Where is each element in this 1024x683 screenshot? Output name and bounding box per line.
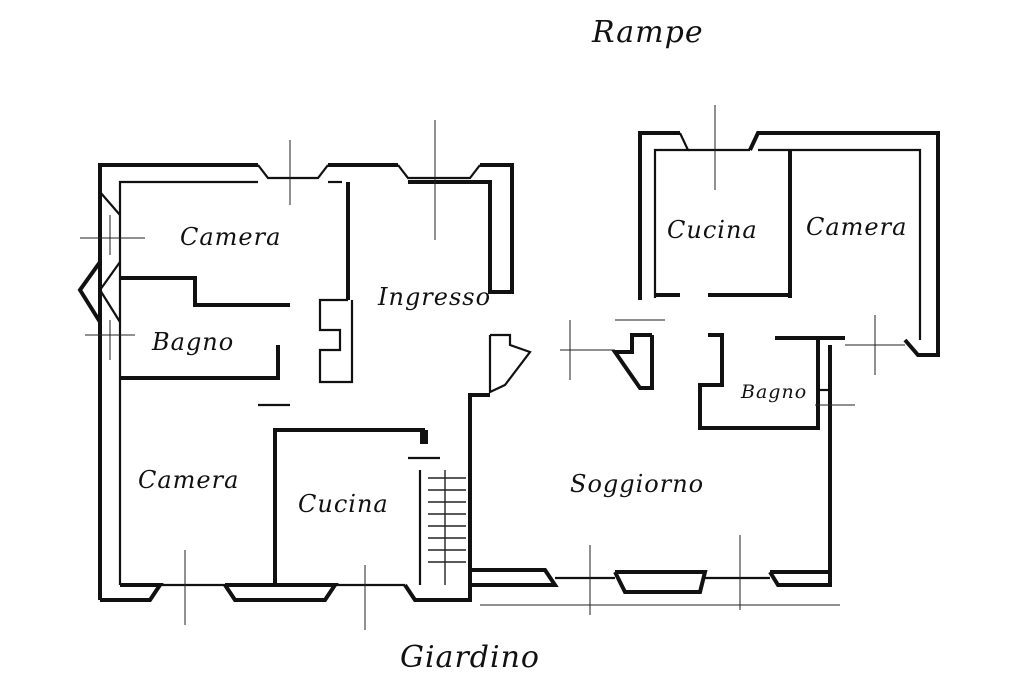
room-ingresso: Ingresso — [377, 283, 491, 311]
room-bagno-left: Bagno — [151, 328, 234, 356]
label-rampe: Rampe — [591, 15, 704, 50]
pillar-hall — [611, 333, 654, 390]
right-block-walls — [470, 131, 940, 594]
label-giardino: Giardino — [400, 640, 540, 675]
window-top-2 — [397, 164, 481, 180]
outer-wall-bottom-left — [100, 583, 164, 602]
soggiorno-wall-bottom-mid — [613, 570, 708, 594]
soggiorno-wall-bottom-left — [470, 568, 559, 587]
bay-window-left — [77, 260, 102, 324]
room-cucina-right: Cucina — [667, 216, 758, 244]
wall-bagno-top — [120, 276, 290, 307]
wall-bagno-right — [698, 333, 820, 430]
soggiorno-wall-bottom-right — [768, 570, 832, 587]
stair-treads — [428, 470, 466, 585]
inner-wall-right-top — [758, 148, 922, 340]
room-cucina-left: Cucina — [298, 490, 389, 518]
room-bagno-right: Bagno — [740, 381, 807, 403]
inner-wall-left — [118, 180, 258, 585]
outer-wall-right-top — [748, 131, 940, 357]
window-top-1 — [257, 164, 329, 180]
left-block-interior — [120, 182, 532, 585]
left-block-walls — [77, 163, 514, 602]
wall-cucina-left — [273, 428, 425, 585]
room-camera-right: Camera — [806, 213, 907, 241]
axis-lines — [80, 105, 905, 630]
entrance-door — [488, 333, 532, 394]
outer-wall-bottom-mid — [223, 583, 339, 602]
inner-wall-right-top-left — [653, 132, 690, 298]
room-soggiorno: Soggiorno — [570, 470, 704, 498]
room-camera-top-left: Camera — [180, 223, 281, 251]
bay-window-left-inner — [98, 261, 121, 323]
wall-bagno-bottom — [120, 345, 280, 380]
stair-wall-right — [468, 393, 490, 585]
outer-wall-right-top-left — [638, 131, 680, 300]
column-cucina — [420, 430, 428, 444]
door-swing-topleft — [99, 191, 121, 216]
wardrobe — [318, 298, 354, 384]
outer-wall-left — [98, 163, 258, 600]
room-camera-bottom-left: Camera — [138, 466, 239, 494]
outer-wall-top-right — [408, 163, 514, 294]
outer-wall-bottom-right — [403, 583, 472, 602]
